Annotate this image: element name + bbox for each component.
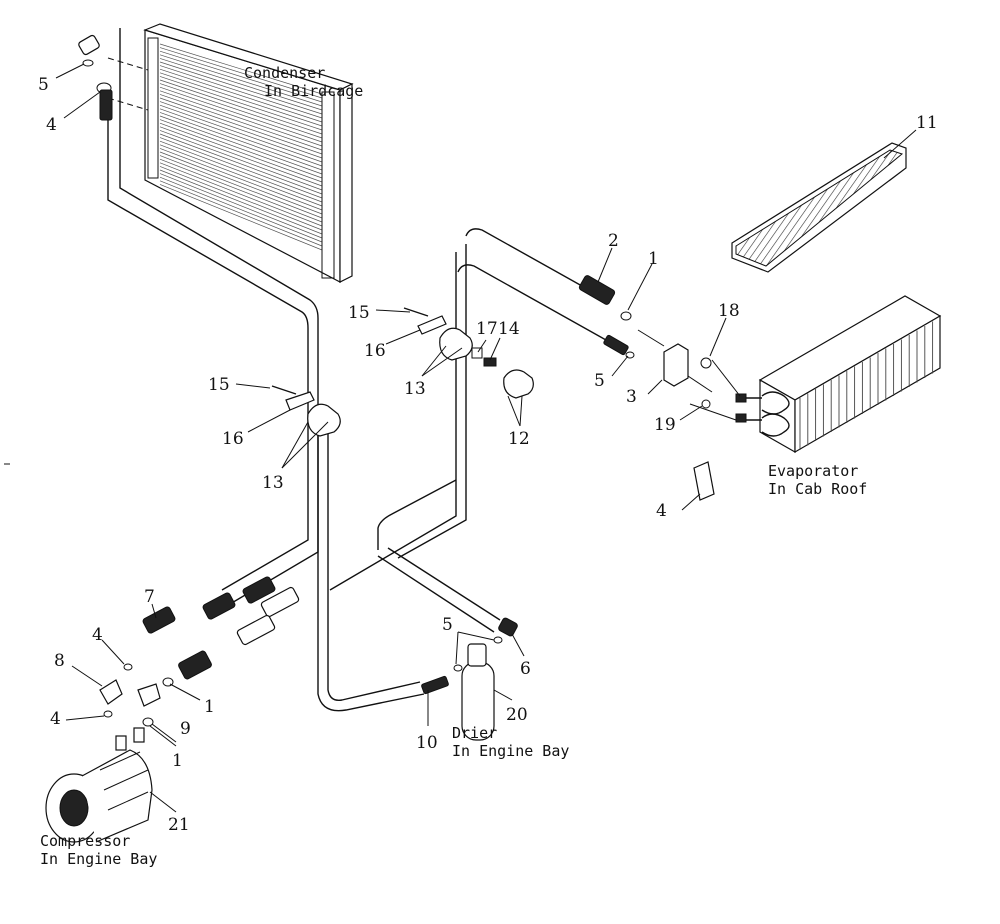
fittings <box>45 34 741 843</box>
compressor <box>45 727 153 843</box>
callout: 2 <box>608 231 619 251</box>
callout: 20 <box>506 705 528 725</box>
callout: 16 <box>364 341 386 361</box>
condenser-fin-line <box>159 86 323 143</box>
condenser-fin-line <box>159 126 323 187</box>
callout: 15 <box>348 303 370 323</box>
condenser-fin-line <box>159 133 323 195</box>
condenser-caption-line2: In Birdcage <box>264 82 363 100</box>
callout: 18 <box>718 301 740 321</box>
callout: 7 <box>144 587 155 607</box>
callout: 1 <box>648 249 659 269</box>
callout: 13 <box>404 379 426 399</box>
condenser-fin-line <box>159 54 323 107</box>
callout: 16 <box>222 429 244 449</box>
condenser-fin-line <box>159 155 323 219</box>
condenser-fin-line <box>159 94 323 151</box>
leader-lines <box>55 63 917 813</box>
captions: Condenser In Birdcage Evaporator In Cab … <box>40 64 867 868</box>
condenser-fin-line <box>159 115 323 175</box>
condenser-fin-line <box>159 47 323 99</box>
callout: 6 <box>520 659 531 679</box>
condenser-fin-line <box>159 137 323 199</box>
callout: 4 <box>92 625 103 645</box>
condenser-fin-line <box>159 130 323 191</box>
callout: 9 <box>180 719 191 739</box>
callout: 1 <box>172 751 183 771</box>
condenser-caption-line1: Condenser <box>244 64 325 82</box>
drier-caption-line2: In Engine Bay <box>452 742 569 760</box>
condenser-fin-line <box>159 176 323 243</box>
condenser-fin-line <box>159 50 323 103</box>
condenser-fin-line <box>159 76 323 131</box>
callout: 17 <box>476 319 498 339</box>
drier <box>453 617 518 741</box>
callout: 5 <box>38 75 49 95</box>
condenser-fin-line <box>159 158 323 223</box>
callout: 21 <box>168 815 190 835</box>
condenser-fin-line <box>159 83 323 139</box>
callout: 4 <box>656 501 667 521</box>
condenser-fin-line <box>159 184 323 251</box>
evaporator-caption-line1: Evaporator <box>768 462 858 480</box>
callout: 14 <box>498 319 520 339</box>
condenser <box>107 23 354 283</box>
callout: 4 <box>46 115 57 135</box>
condenser-fin-line <box>159 119 323 179</box>
condenser-fin-line <box>159 162 323 227</box>
evaporator <box>735 295 942 454</box>
callout: 13 <box>262 473 284 493</box>
condenser-fin-line <box>159 180 323 247</box>
callout: 11 <box>916 113 938 133</box>
condenser-fin-line <box>159 68 323 123</box>
callout: 5 <box>594 371 605 391</box>
condenser-fin-line <box>159 169 323 235</box>
condenser-fin-line <box>159 90 323 147</box>
callout: 5 <box>442 615 453 635</box>
condenser-fin-line <box>159 144 323 207</box>
condenser-fin-line <box>159 112 323 171</box>
condenser-fin-line <box>159 97 323 155</box>
condenser-fin-line <box>159 140 323 203</box>
condenser-fin-line <box>159 122 323 183</box>
condenser-fin-line <box>159 104 323 163</box>
condenser-fin-line <box>159 148 323 211</box>
condenser-fin-line <box>159 108 323 167</box>
condenser-fin-line <box>159 79 323 135</box>
callout-numbers: 5 4 11 2 1 18 15 16 13 17 14 5 3 19 12 1… <box>38 75 938 835</box>
cab-filter <box>731 142 907 273</box>
condenser-fin-line <box>159 173 323 239</box>
callout: 4 <box>50 709 61 729</box>
condenser-fins <box>159 43 323 251</box>
callout: 12 <box>508 429 530 449</box>
compressor-caption-line2: In Engine Bay <box>40 850 157 868</box>
condenser-fin-line <box>159 166 323 231</box>
evaporator-caption-line2: In Cab Roof <box>768 480 867 498</box>
evaporator-fins <box>799 321 934 450</box>
callout: 1 <box>204 697 215 717</box>
callout: 3 <box>626 387 637 407</box>
condenser-fin-line <box>159 151 323 215</box>
condenser-fin-line <box>159 61 323 115</box>
condenser-fin-line <box>159 72 323 127</box>
callout: 8 <box>54 651 65 671</box>
callout: 10 <box>416 733 438 753</box>
condenser-fin-line <box>159 101 323 159</box>
callout: 15 <box>208 375 230 395</box>
compressor-caption-line1: Compressor <box>40 832 130 850</box>
condenser-fin-line <box>159 58 323 111</box>
condenser-fin-line <box>159 65 323 119</box>
drier-caption-line1: Drier <box>452 724 497 742</box>
condenser-fin-line <box>159 43 323 95</box>
callout: 19 <box>654 415 676 435</box>
